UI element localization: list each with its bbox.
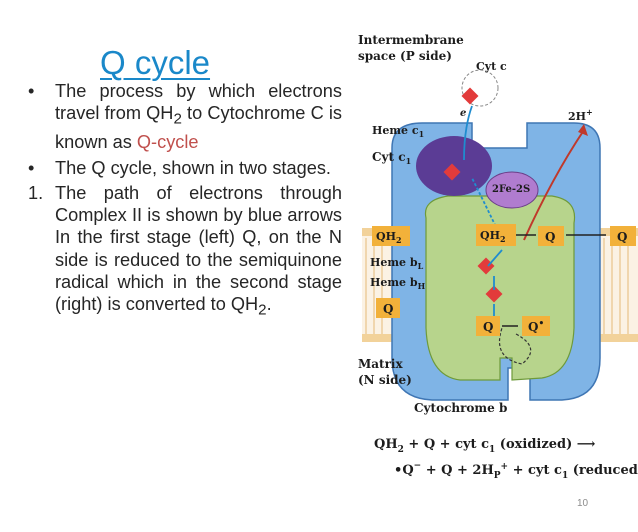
item-text: The path of electrons through Complex II… (55, 182, 342, 322)
label-heme-bh: Heme bH (370, 276, 426, 291)
label-n-side: (N side) (358, 373, 412, 387)
slide-title: Q cycle (100, 44, 211, 81)
item-number: 1. (28, 182, 44, 203)
item-text-part: The path of electrons through Complex II… (55, 182, 342, 315)
item-text-part: . (266, 294, 272, 315)
equation-1: QH2 + Q + cyt c1 (oxidized) ⟶ (374, 437, 596, 455)
label-heme-c1: Heme c1 (372, 124, 424, 139)
slide-body: • The process by which electrons travel … (28, 80, 342, 325)
label-qh2-left: QH2 (376, 230, 402, 245)
bullet-text: The Q cycle, shown in two stages. (55, 157, 331, 178)
heme-bh-icon (485, 285, 503, 303)
semiquinone-return-arrow (498, 327, 532, 365)
label-matrix: Matrix (358, 357, 403, 371)
label-cyt-c1: Cyt c1 (372, 150, 411, 166)
iron-sulfur-protein (485, 171, 539, 209)
equation-2: •Q− + Q + 2HP+ + cyt c1 (reduced) (394, 461, 638, 481)
q-left-lower-box (376, 298, 400, 318)
bullet-text-part: The process by which electrons travel fr… (55, 81, 342, 124)
proton-arrowhead (578, 124, 588, 136)
label-cytochrome-b: Cytochrome b (414, 401, 507, 415)
label-q-center-lower: Q (483, 320, 493, 334)
label-q-semiquinone: Q• (528, 319, 544, 334)
subscript: 2 (173, 110, 182, 128)
label-electron: e (460, 108, 466, 119)
bullet-marker: • (28, 157, 35, 178)
cytochrome-b-region (424, 195, 576, 381)
label-q-outer: Q (617, 230, 627, 244)
bullet-marker: • (28, 81, 35, 101)
label-intermembrane: Intermembrane (358, 33, 464, 47)
label-2h: 2H+ (568, 107, 593, 123)
bullet-text: The process by which electrons travel fr… (55, 80, 342, 154)
label-q-left-lower: Q (383, 302, 393, 316)
numbered-item-1: 1. The path of electrons through Complex… (28, 182, 342, 322)
label-qh2-center: QH2 (480, 229, 506, 244)
bullet-2: • The Q cycle, shown in two stages. (28, 157, 342, 179)
proton-release-arrow (523, 129, 585, 241)
highlight-term: Q-cycle (136, 132, 199, 153)
subscript: 2 (258, 301, 267, 319)
heme-c-icon (461, 87, 479, 105)
qh2-left-box (372, 226, 410, 246)
bullet-text-part: to Cytochrome C is known as (55, 103, 342, 153)
qh2-center-box (476, 224, 516, 246)
q-center-lower-box (476, 316, 500, 336)
label-p-side: space (P side) (358, 49, 452, 63)
q-semiquinone-box (522, 316, 550, 336)
bullet-1: • The process by which electrons travel … (28, 80, 342, 154)
q-right-inner-box (538, 226, 564, 246)
label-heme-bl: Heme bL (370, 256, 424, 271)
label-cyt-c: Cyt c (476, 60, 507, 73)
page-number: 10 (577, 498, 589, 509)
label-q-inner: Q (545, 230, 555, 244)
q-right-outer-box (610, 226, 636, 246)
q-cycle-figure: Intermembrane space (P side) Cyt c Heme … (358, 33, 638, 481)
label-2fe2s: 2Fe-2S (492, 184, 530, 195)
